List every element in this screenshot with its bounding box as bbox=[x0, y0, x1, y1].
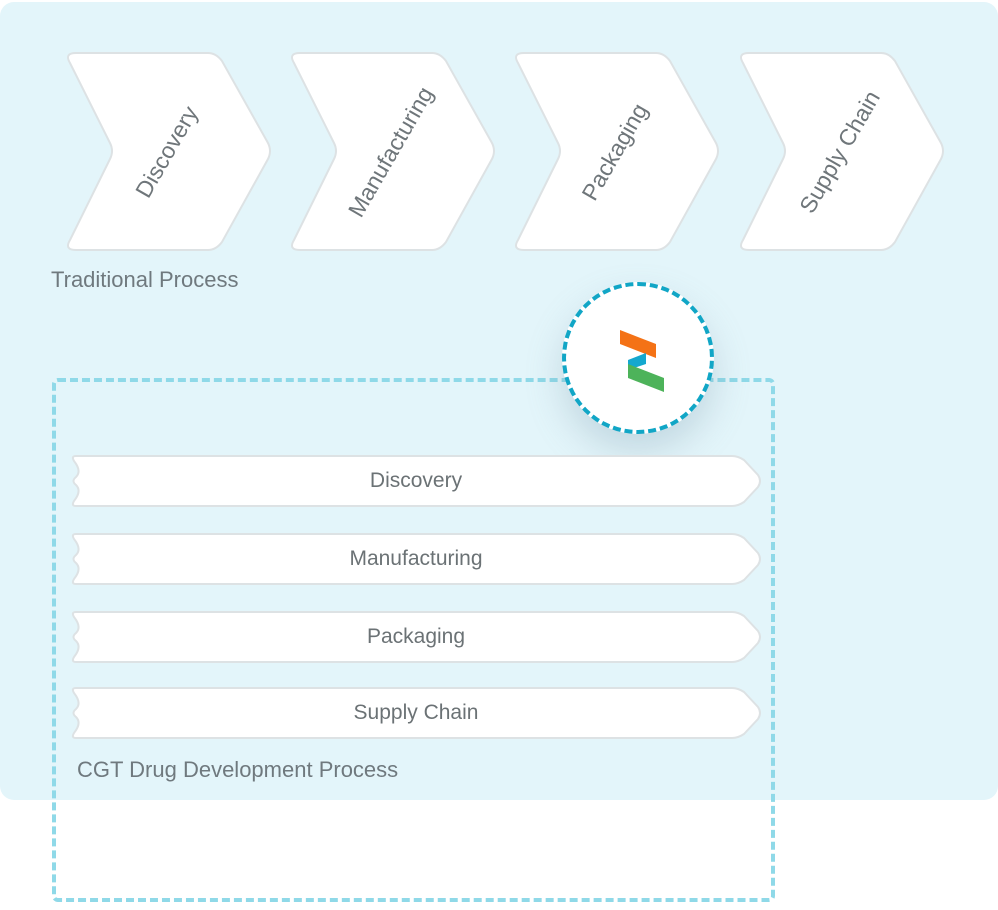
cgt-step-label: Supply Chain bbox=[353, 701, 479, 724]
bar-shape bbox=[71, 687, 761, 739]
cgt-step-label: Discovery bbox=[369, 469, 463, 492]
cgt-step-label: Manufacturing bbox=[349, 547, 483, 570]
cgt-step-label: Packaging bbox=[366, 625, 466, 648]
cgt-process-container bbox=[52, 378, 775, 902]
bar-shape bbox=[71, 455, 761, 507]
traditional-step-discovery: Discovery bbox=[62, 52, 272, 251]
traditional-step-supply-chain: Supply Chain bbox=[735, 52, 945, 251]
chevron-shape bbox=[515, 52, 719, 251]
traditional-step-manufacturing: Manufacturing bbox=[286, 52, 496, 251]
cgt-step-supply-chain: Supply Chain bbox=[70, 687, 762, 739]
bar-shape bbox=[71, 611, 761, 663]
chevron-shape bbox=[291, 52, 495, 251]
bar-shape bbox=[71, 533, 761, 585]
cgt-step-packaging: Packaging bbox=[70, 611, 762, 663]
chevron-shape bbox=[67, 52, 271, 251]
chevron-shape bbox=[740, 52, 944, 251]
cgt-step-manufacturing: Manufacturing bbox=[70, 533, 762, 585]
cgt-process-caption: CGT Drug Development Process bbox=[77, 757, 399, 782]
traditional-process-caption: Traditional Process bbox=[51, 267, 239, 292]
stacked-ribbon-logo-icon bbox=[620, 330, 664, 392]
cgt-step-discovery: Discovery bbox=[70, 455, 762, 507]
logo-badge bbox=[562, 282, 714, 434]
traditional-step-packaging: Packaging bbox=[510, 52, 720, 251]
